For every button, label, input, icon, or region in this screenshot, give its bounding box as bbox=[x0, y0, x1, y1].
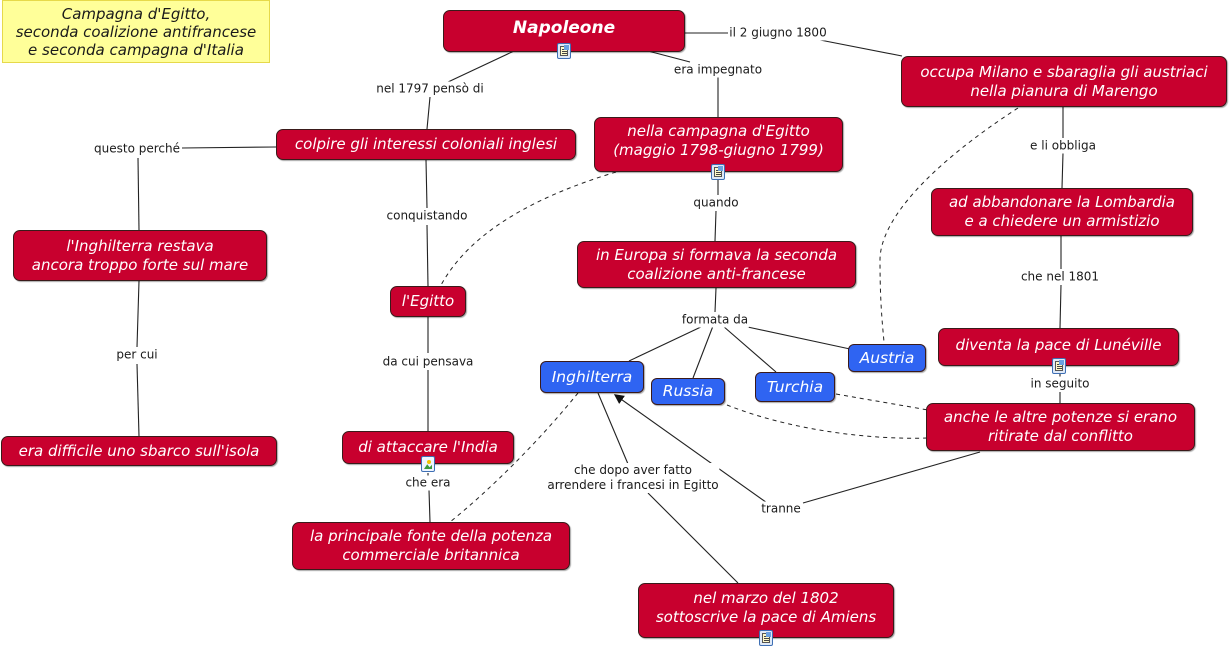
link-line bbox=[426, 224, 429, 287]
concept-egitto[interactable]: l'Egitto bbox=[390, 286, 466, 317]
link-line bbox=[597, 392, 629, 465]
link-line bbox=[425, 159, 428, 209]
link-label-era-impegnato: era impegnato bbox=[672, 62, 764, 78]
concept-russia[interactable]: Russia bbox=[651, 378, 725, 405]
link-line bbox=[819, 39, 903, 57]
link-label-da-cui-pensava: da cui pensava bbox=[381, 354, 475, 370]
cross-link-line bbox=[835, 393, 929, 411]
link-line bbox=[714, 210, 717, 242]
concept-colpire-interessi[interactable]: colpire gli interessi coloniali inglesi bbox=[276, 129, 576, 160]
concept-turchia[interactable]: Turchia bbox=[755, 372, 835, 402]
cross-link-line bbox=[879, 107, 1019, 343]
link-label-che-nel-1801: che nel 1801 bbox=[1019, 269, 1101, 285]
document-icon[interactable] bbox=[557, 43, 571, 59]
link-line bbox=[802, 451, 981, 504]
link-label-e-li-obbliga: e li obbliga bbox=[1029, 138, 1097, 154]
concept-occupa-milano[interactable]: occupa Milano e sbaraglia gli austriaci … bbox=[901, 56, 1227, 107]
link-line bbox=[447, 50, 515, 83]
image-icon[interactable] bbox=[421, 456, 435, 472]
cross-link-line bbox=[449, 392, 579, 523]
concept-sbarco-isola[interactable]: era difficile uno sbarco sull'isola bbox=[1, 436, 277, 466]
document-icon[interactable] bbox=[1052, 358, 1066, 374]
link-label-2-giugno: il 2 giugno 1800 bbox=[728, 25, 828, 41]
link-label-questo-perche: questo perché bbox=[93, 141, 181, 157]
link-line bbox=[628, 325, 704, 362]
link-line bbox=[428, 489, 431, 523]
map-title-box: Campagna d'Egitto, seconda coalizione an… bbox=[2, 0, 270, 63]
concept-europa-coalizione[interactable]: in Europa si formava la seconda coalizio… bbox=[577, 241, 856, 288]
link-line bbox=[647, 50, 691, 63]
concept-inghilterra-forte[interactable]: l'Inghilterra restava ancora troppo fort… bbox=[13, 230, 267, 281]
concept-fonte-potenza[interactable]: la principale fonte della potenza commer… bbox=[292, 522, 570, 570]
link-label-che-dopo: che dopo aver fatto arrendere i francesi… bbox=[546, 463, 720, 493]
link-line bbox=[722, 325, 777, 373]
concept-campagna-egitto[interactable]: nella campagna d'Egitto (maggio 1798-giu… bbox=[594, 117, 843, 172]
link-label-che-era: che era bbox=[404, 475, 452, 491]
cross-link-line bbox=[726, 404, 929, 439]
link-label-tranne: tranne bbox=[760, 501, 802, 517]
concept-pace-amiens[interactable]: nel marzo del 1802 sottoscrive la pace d… bbox=[638, 583, 894, 638]
link-line bbox=[426, 96, 431, 130]
link-label-per-cui: per cui bbox=[115, 347, 159, 363]
concept-inghilterra[interactable]: Inghilterra bbox=[540, 361, 644, 393]
link-line bbox=[1061, 152, 1064, 189]
link-line bbox=[136, 363, 140, 437]
document-icon[interactable] bbox=[711, 164, 725, 180]
link-line bbox=[613, 394, 771, 506]
link-line bbox=[181, 146, 277, 149]
concept-pace-luneville[interactable]: diventa la pace di Lunéville bbox=[938, 328, 1179, 366]
cross-link-line bbox=[439, 171, 617, 288]
link-line bbox=[1059, 284, 1062, 329]
link-line bbox=[692, 325, 714, 379]
concept-altre-potenze[interactable]: anche le altre potenze si erano ritirate… bbox=[926, 403, 1195, 451]
link-line bbox=[714, 287, 717, 313]
concept-austria[interactable]: Austria bbox=[848, 344, 926, 372]
link-label-conquistando: conquistando bbox=[385, 208, 469, 224]
link-label-nel-1797: nel 1797 pensò di bbox=[375, 81, 485, 97]
link-label-formata-da: formata da bbox=[680, 312, 750, 328]
concept-abbandonare-lombardia[interactable]: ad abbandonare la Lombardia e a chiedere… bbox=[931, 188, 1193, 236]
link-line bbox=[137, 157, 140, 231]
link-line bbox=[647, 492, 739, 584]
link-line bbox=[742, 325, 851, 350]
link-line bbox=[136, 280, 140, 348]
document-icon[interactable] bbox=[759, 630, 773, 646]
link-label-in-seguito: in seguito bbox=[1029, 376, 1091, 392]
link-label-quando: quando bbox=[692, 195, 740, 211]
